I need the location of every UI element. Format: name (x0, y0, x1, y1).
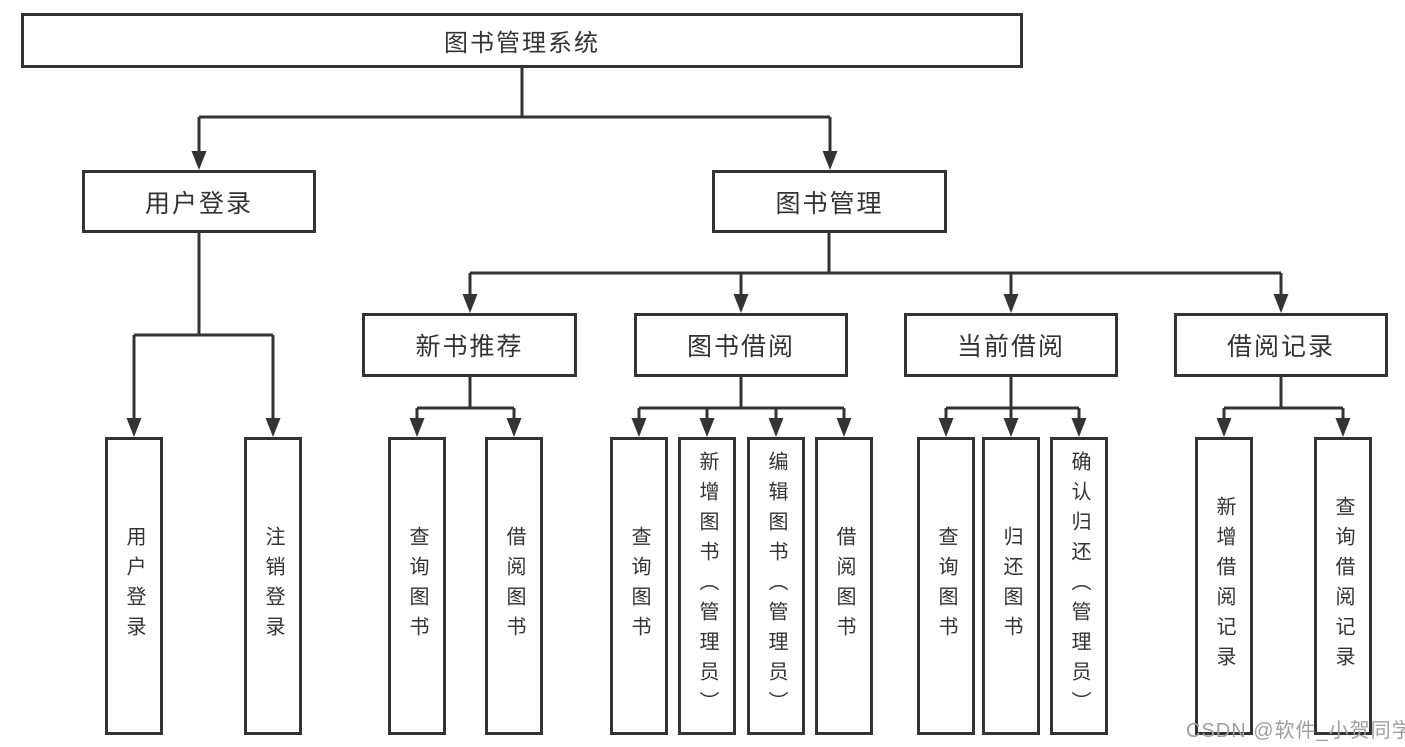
node-label: 查询图书 (935, 526, 957, 646)
node-label: 借阅记录 (1226, 333, 1335, 361)
leaf-bb-borrow-books: 借阅图书 (815, 437, 873, 735)
node-label: 查询借阅记录 (1332, 496, 1354, 676)
node-label: 新书推荐 (415, 333, 524, 361)
connector-root-to-level2 (197, 68, 832, 151)
node-current-borrow: 当前借阅 (904, 313, 1118, 377)
node-label: 查询图书 (406, 526, 428, 646)
connector-borrow-records-children (1222, 377, 1345, 418)
arrowhead-icon (733, 294, 749, 313)
leaf-cb-confirm-return-admin: 确认归还（管理员） (1050, 437, 1108, 735)
node-label: 用户登录 (144, 189, 253, 218)
leaf-bb-edit-books-admin: 编辑图书（管理员） (747, 437, 805, 735)
connector-new-book-recommend-children (415, 377, 516, 418)
node-book-borrow: 图书借阅 (634, 313, 848, 377)
node-label: 图书借阅 (686, 333, 795, 361)
leaf-cb-query-books: 查询图书 (917, 437, 975, 735)
node-label: 借阅图书 (503, 526, 525, 646)
arrowhead-icon (265, 418, 281, 437)
arrowhead-icon (1071, 418, 1087, 437)
arrowhead-icon (462, 294, 478, 313)
leaf-logout: 注销登录 (244, 437, 302, 735)
node-label: 注销登录 (262, 526, 284, 646)
node-library-management-system: 图书管理系统 (21, 13, 1023, 68)
arrowhead-icon (1273, 294, 1289, 313)
node-label: 用户登录 (123, 526, 145, 646)
arrowhead-icon (1003, 294, 1019, 313)
arrowhead-icon (822, 151, 838, 170)
node-new-book-recommend: 新书推荐 (362, 313, 577, 377)
node-label: 借阅图书 (833, 526, 855, 646)
arrowhead-icon (191, 151, 207, 170)
arrowheads (126, 151, 1351, 437)
node-book-management: 图书管理 (712, 170, 947, 233)
watermark: CSDN @软件_小贺同学 (1186, 720, 1405, 742)
node-label: 新增借阅记录 (1213, 496, 1235, 676)
leaf-bb-add-books-admin: 新增图书（管理员） (678, 437, 736, 735)
node-label: 确认归还（管理员） (1068, 451, 1090, 721)
node-label: 归还图书 (1000, 526, 1022, 646)
arrowhead-icon (126, 418, 142, 437)
node-user-login: 用户登录 (82, 170, 316, 233)
arrowhead-icon (699, 418, 715, 437)
arrowhead-icon (506, 418, 522, 437)
node-label: 图书管理系统 (444, 30, 600, 57)
arrowhead-icon (1216, 418, 1232, 437)
connector-book-management-children (468, 233, 1283, 294)
arrowhead-icon (1335, 418, 1351, 437)
arrowhead-icon (938, 418, 954, 437)
connector-user-login-children (132, 233, 275, 418)
leaf-br-query-record: 查询借阅记录 (1314, 437, 1372, 735)
leaf-cb-return-books: 归还图书 (982, 437, 1040, 735)
arrowhead-icon (768, 418, 784, 437)
node-label: 编辑图书（管理员） (765, 451, 787, 721)
node-label: 新增图书（管理员） (696, 451, 718, 721)
node-label: 图书管理 (775, 189, 884, 218)
leaf-bb-query-books: 查询图书 (610, 437, 668, 735)
arrowhead-icon (836, 418, 852, 437)
connector-current-borrow-children (944, 377, 1081, 418)
node-label: 查询图书 (628, 526, 650, 646)
node-label: 当前借阅 (956, 333, 1065, 361)
arrowhead-icon (631, 418, 647, 437)
connector-book-borrow-children (637, 377, 846, 418)
leaf-rec-borrow-books: 借阅图书 (485, 437, 543, 735)
leaf-user-login: 用户登录 (105, 437, 163, 735)
arrowhead-icon (409, 418, 425, 437)
arrowhead-icon (1003, 418, 1019, 437)
node-borrow-records: 借阅记录 (1174, 313, 1388, 377)
leaf-rec-query-books: 查询图书 (388, 437, 446, 735)
leaf-br-add-record: 新增借阅记录 (1195, 437, 1253, 735)
